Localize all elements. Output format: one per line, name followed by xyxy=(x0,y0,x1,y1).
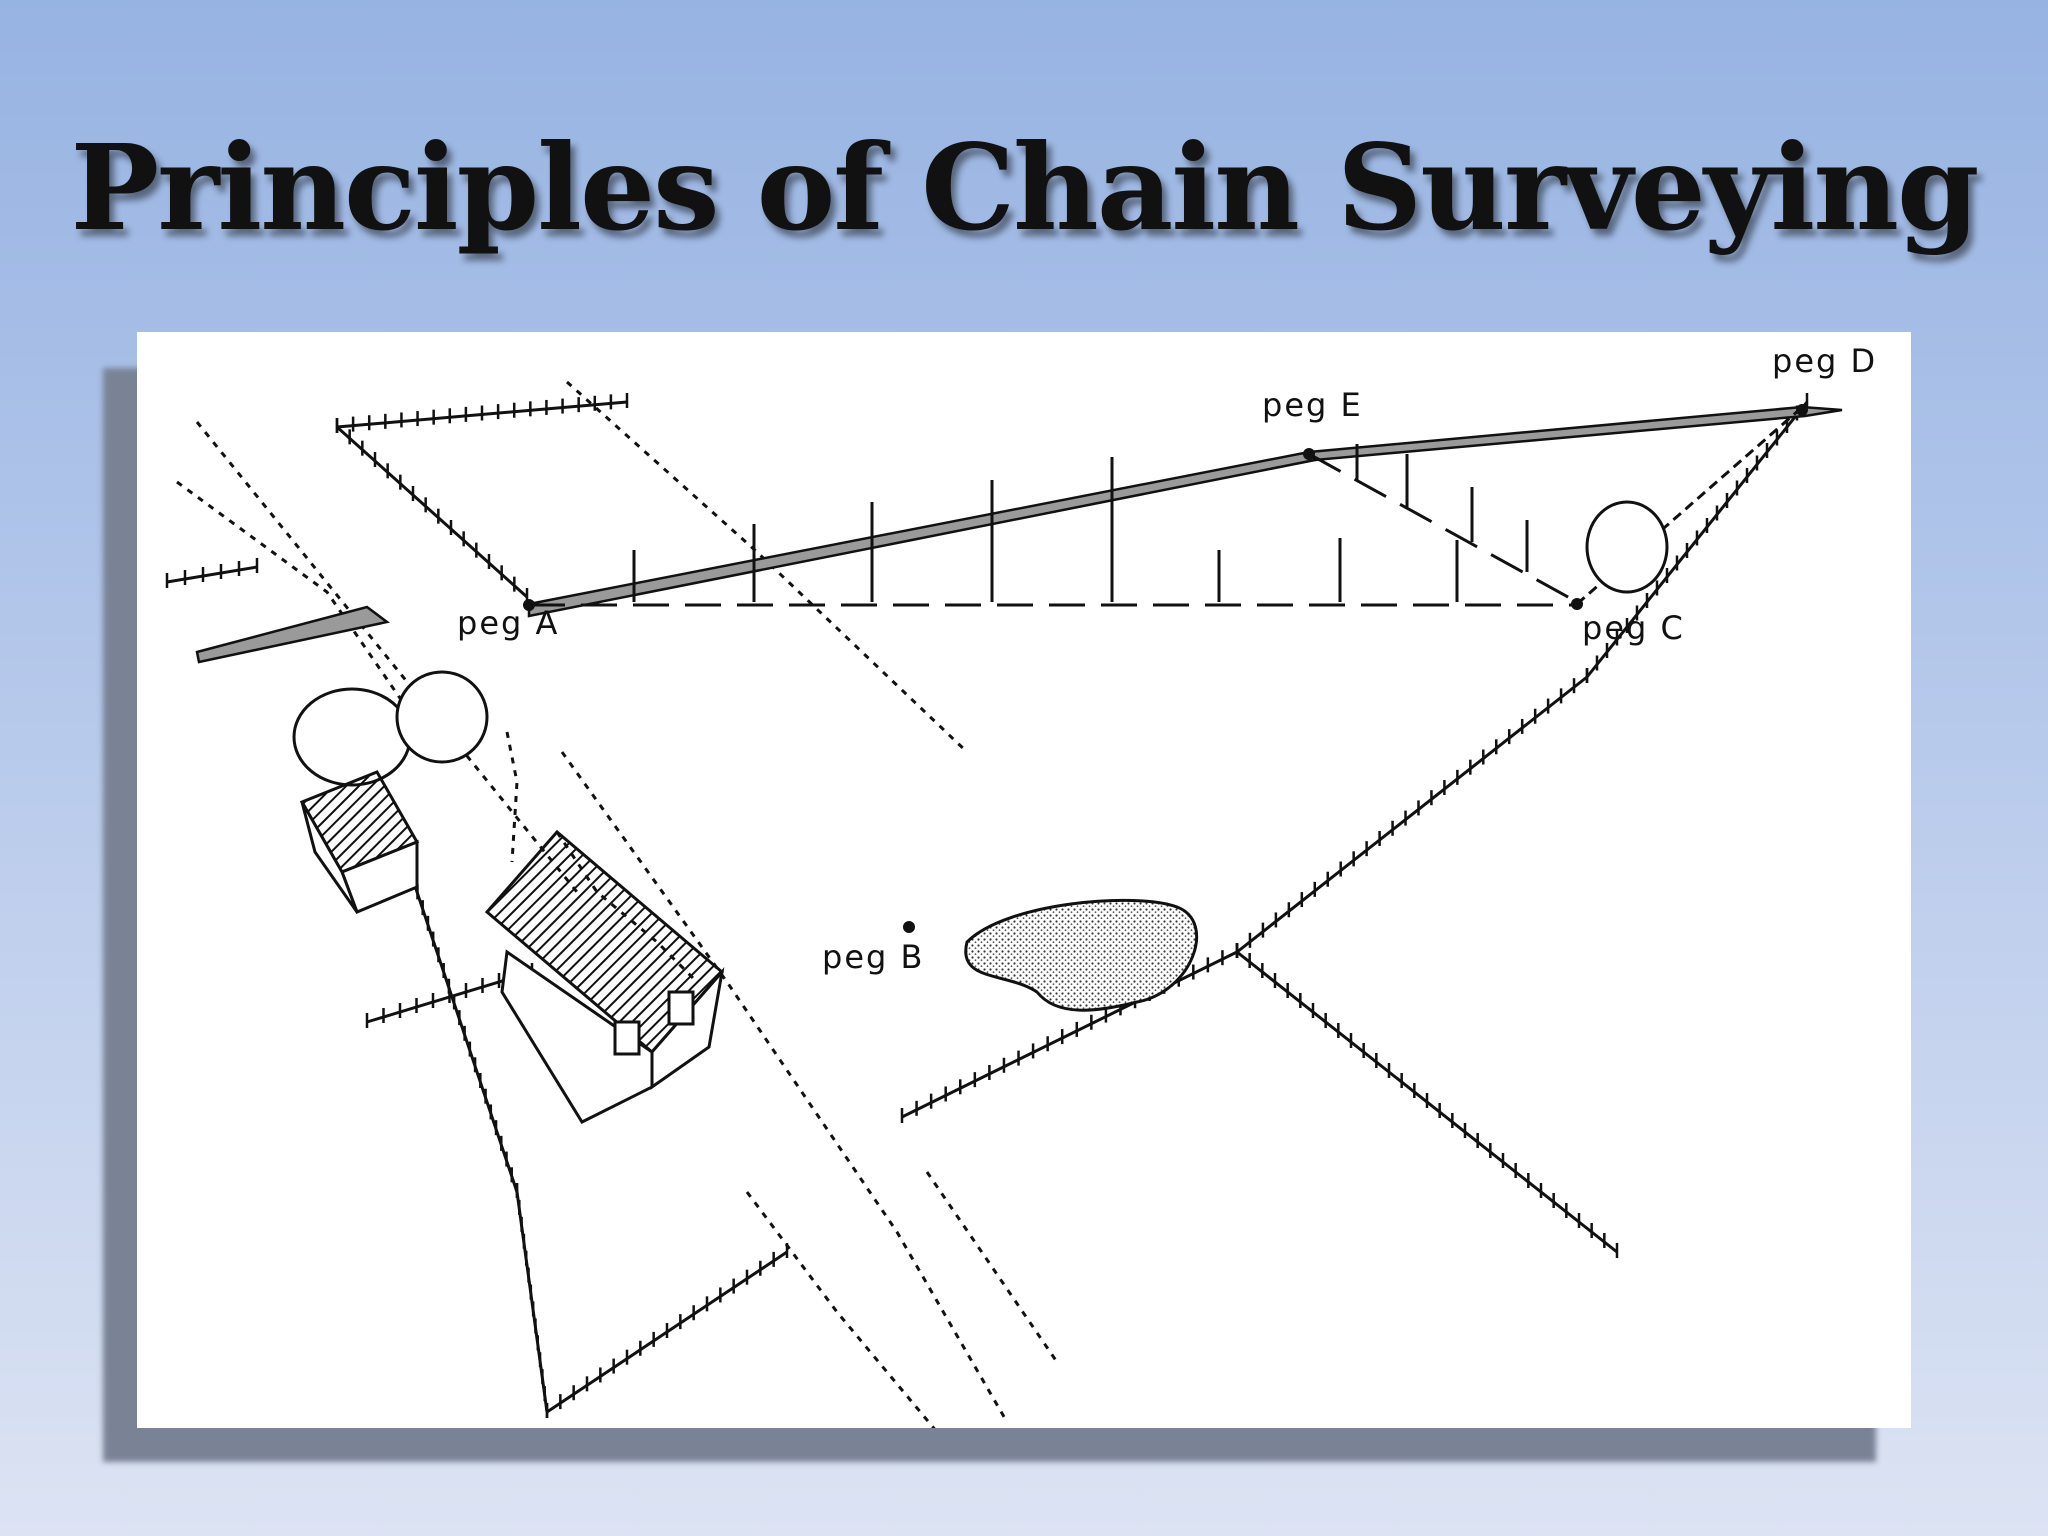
peg-e-label: peg E xyxy=(1262,386,1363,424)
slide-title: Principles of Chain Surveying xyxy=(70,118,1979,257)
peg-b-marker xyxy=(903,921,915,933)
peg-a-label: peg A xyxy=(457,604,559,642)
peg-d-marker xyxy=(1796,404,1808,416)
chain-stub xyxy=(195,605,390,664)
peg-markers xyxy=(523,404,1808,933)
house xyxy=(484,829,725,1124)
peg-d-label: peg D xyxy=(1772,342,1877,380)
peg-c-marker xyxy=(1571,598,1583,610)
chain-survey-figure: peg A peg B peg C peg D peg E xyxy=(137,332,1911,1428)
fence-posts xyxy=(165,393,1809,1418)
survey-sketch: peg A peg B peg C peg D peg E xyxy=(165,342,1877,1428)
pond xyxy=(964,898,1199,1012)
chain-lines xyxy=(195,405,1843,664)
peg-c-label: peg C xyxy=(1582,609,1685,647)
shed xyxy=(299,770,420,914)
trees xyxy=(292,500,1669,787)
offset-lines xyxy=(632,444,1529,602)
peg-b-label: peg B xyxy=(822,938,924,976)
chain-e-d xyxy=(1306,405,1843,462)
peg-a-marker xyxy=(523,599,535,611)
peg-e-marker xyxy=(1303,448,1315,460)
chain-a-e xyxy=(527,450,1318,618)
